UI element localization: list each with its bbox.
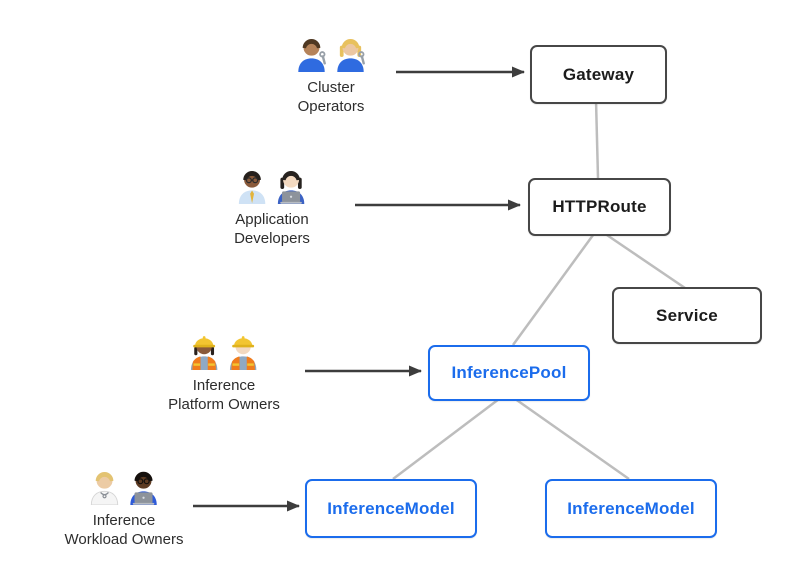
edge-httproute-service (600, 229, 686, 290)
persona-label-line: Cluster (307, 79, 355, 96)
persona-label-line: Inference (92, 512, 156, 529)
edge-inferencepool-inferencemodel-2 (510, 394, 630, 481)
node-inferencemodel-2: InferenceModel (545, 479, 717, 538)
man-construction-worker-emoji (230, 336, 257, 370)
node-service: Service (612, 287, 762, 344)
node-httproute-label: HTTPRoute (552, 197, 647, 216)
health-worker-emoji (90, 472, 119, 505)
node-inferencepool: InferencePool (428, 345, 590, 401)
node-inferencemodel-1-label: InferenceModel (327, 498, 455, 518)
persona-label-line: Workload Owners (64, 530, 184, 548)
persona-label: Cluster Operators (294, 79, 369, 116)
man-office-worker-emoji (239, 171, 266, 204)
node-gateway: Gateway (530, 45, 667, 104)
node-inferencemodel-1: InferenceModel (305, 479, 477, 538)
mechanics-emoji-icon (294, 33, 369, 72)
persona-label-line: Operators (297, 97, 365, 115)
construction-workers-emoji-icon (168, 331, 280, 370)
edge-gateway-httproute (594, 99, 600, 179)
node-service-label: Service (656, 305, 718, 325)
woman-technologist-emoji (278, 171, 305, 204)
persona-label-line: Platform Owners (168, 395, 280, 413)
health-worker-and-technologist-emoji-icon (65, 466, 184, 505)
woman-mechanic-emoji (337, 39, 365, 72)
persona-inference-workload-owners: Inference Workload Owners (65, 466, 184, 549)
persona-label: Inference Platform Owners (168, 377, 280, 414)
office-worker-and-technologist-emoji-icon (234, 165, 310, 204)
persona-cluster-operators: Cluster Operators (294, 33, 369, 116)
persona-label: Inference Workload Owners (65, 512, 184, 549)
persona-label: Application Developers (234, 211, 310, 248)
node-httproute: HTTPRoute (528, 178, 671, 236)
man-mechanic-emoji (298, 39, 326, 72)
node-gateway-label: Gateway (562, 64, 635, 84)
edge-inferencepool-inferencemodel-1 (392, 395, 504, 480)
node-inferencemodel-2-label: InferenceModel (567, 498, 695, 518)
node-inferencepool-label: InferencePool (451, 363, 567, 382)
persona-label-line: Application (235, 211, 309, 228)
edge-httproute-inferencepool (511, 230, 598, 346)
woman-construction-worker-emoji (191, 336, 218, 370)
persona-label-line: Inference (192, 377, 256, 394)
persona-label-line: Developers (234, 229, 310, 247)
persona-inference-platform-owners: Inference Platform Owners (168, 331, 280, 414)
man-technologist-emoji (130, 471, 157, 505)
persona-application-developers: Application Developers (234, 165, 310, 248)
